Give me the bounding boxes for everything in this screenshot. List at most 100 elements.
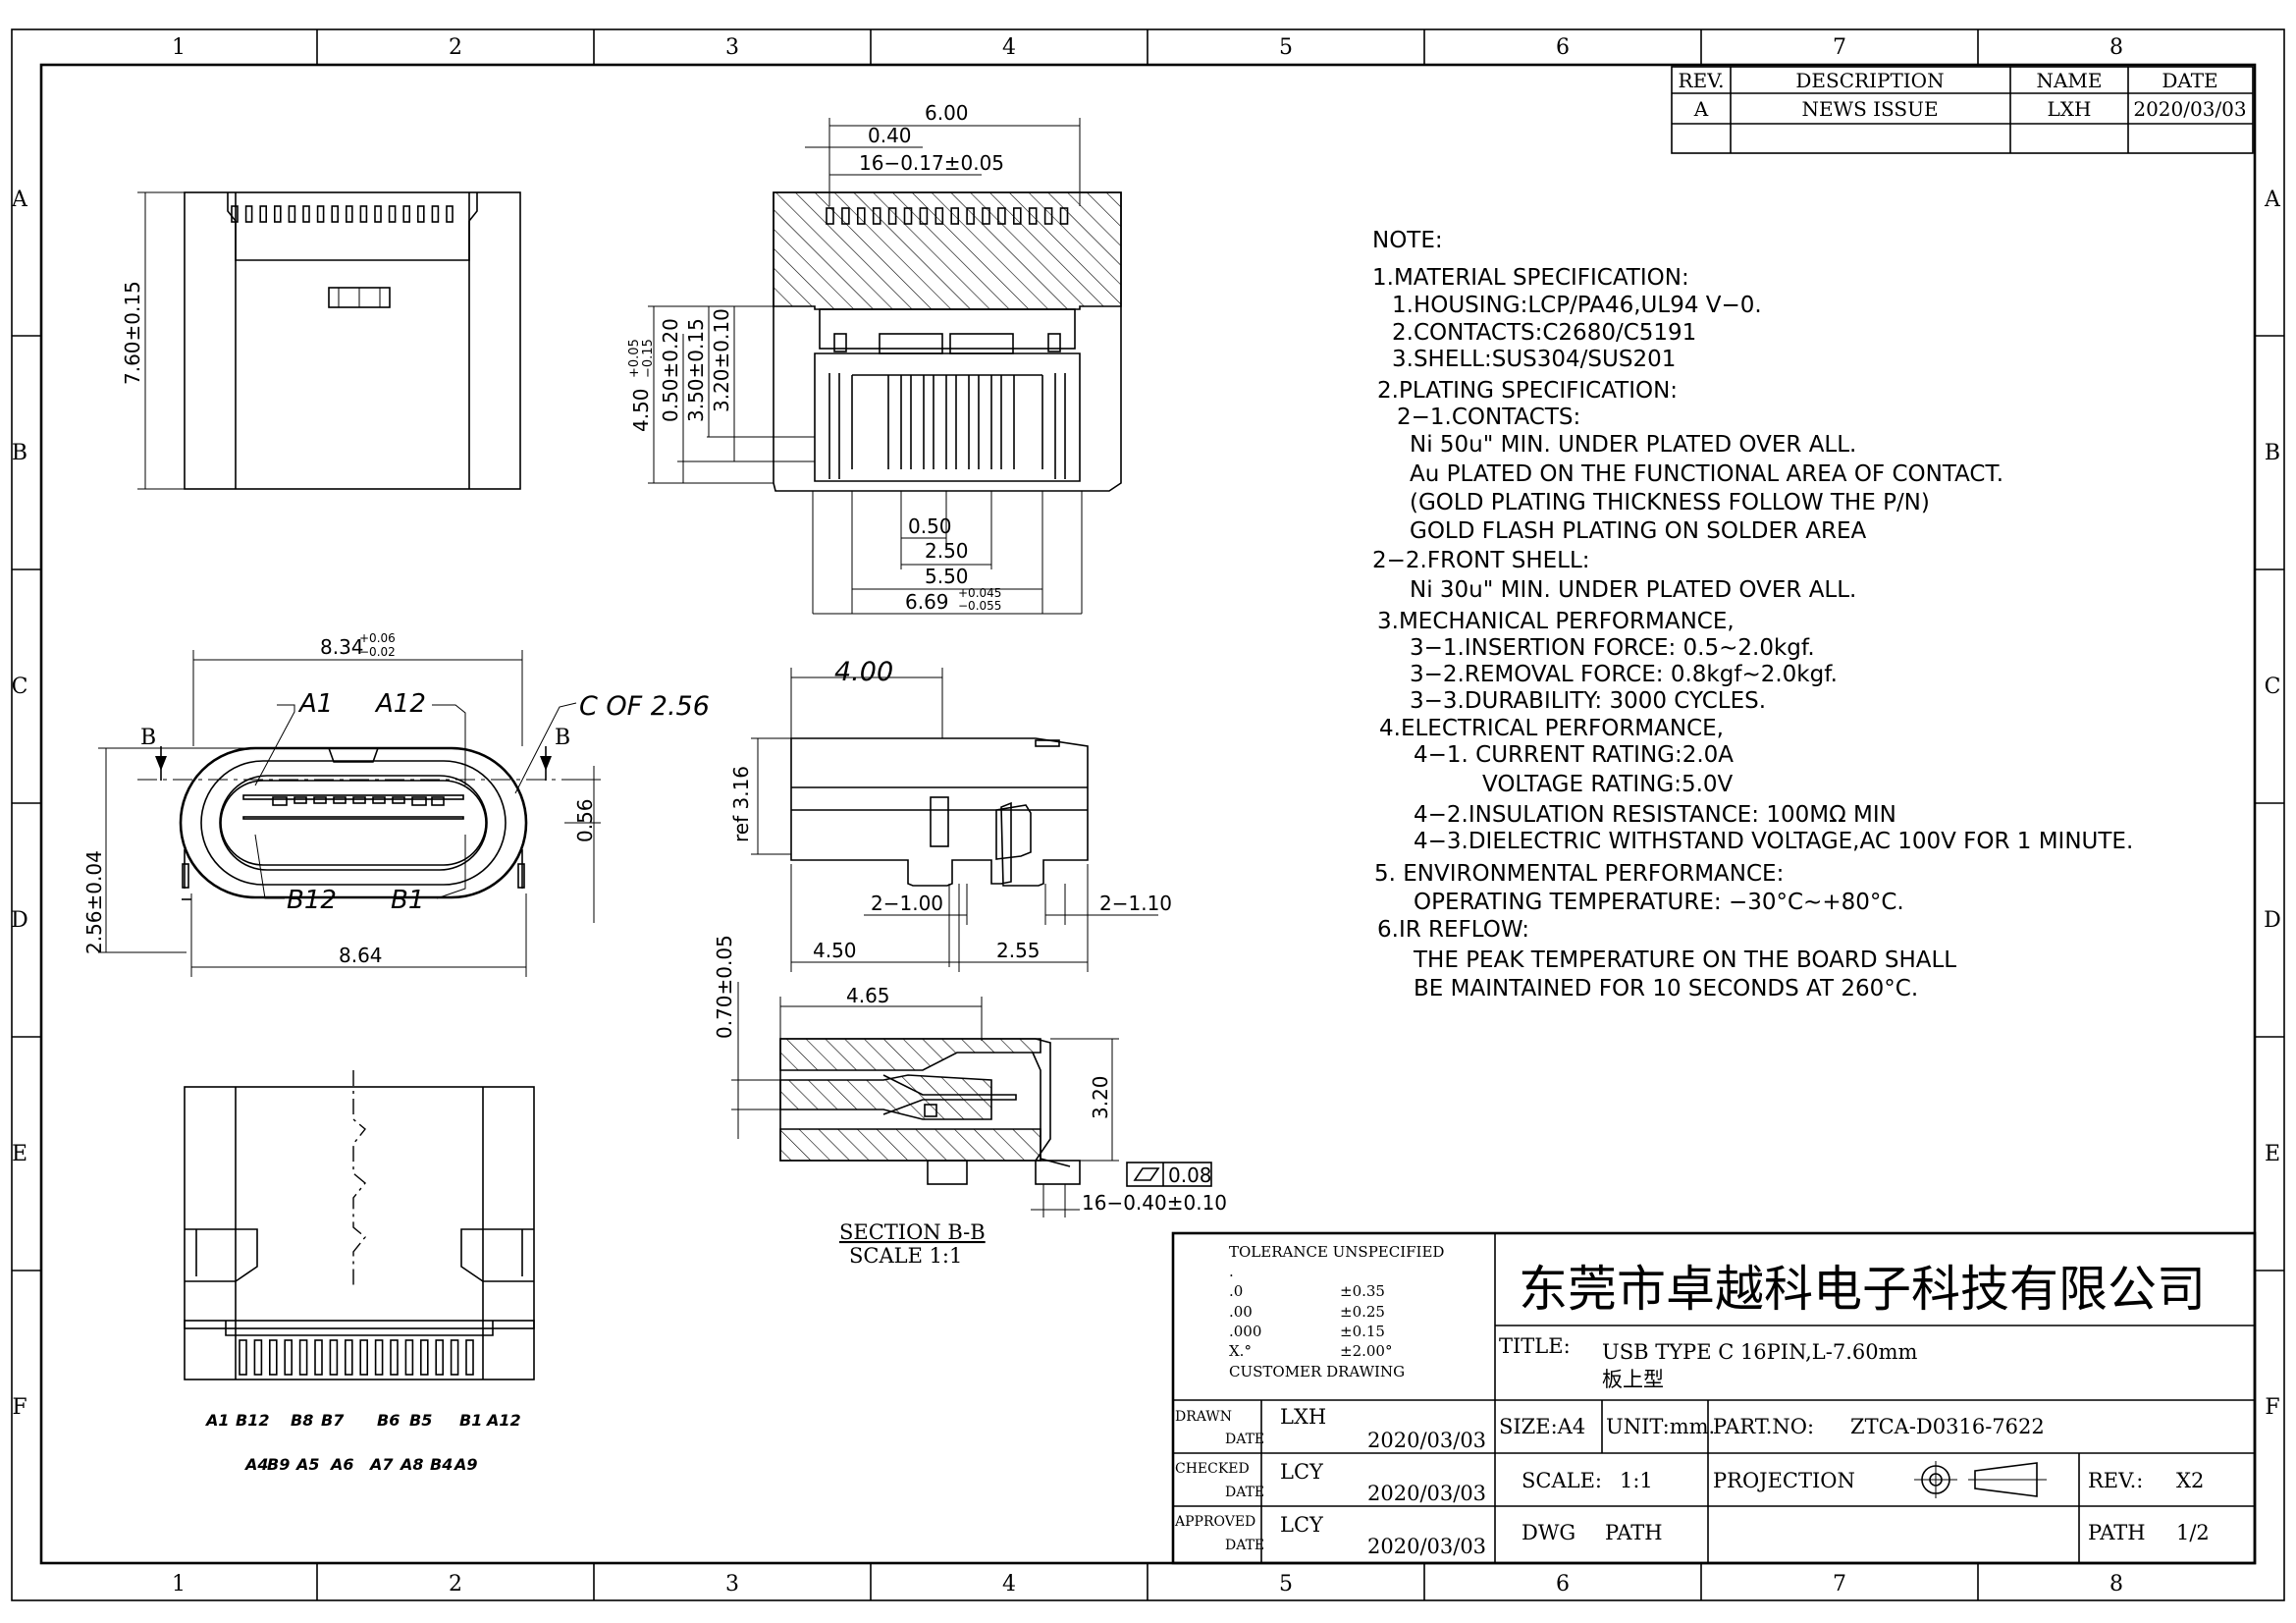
pin-label-row-top: A12 [485, 1411, 521, 1430]
part-no-label: PART.NO: [1713, 1415, 1814, 1438]
tolerance-key: .000 [1229, 1323, 1261, 1340]
dim-pitch: 0.40 [868, 124, 912, 147]
dim-height-1: 4.50 [629, 388, 653, 432]
bottom-view: A1 B12 B8 B7 B6 B5 B1 A12 A4 B9 A5 A6 A7… [184, 1070, 535, 1474]
projection-label: PROJECTION [1713, 1469, 1855, 1492]
solder-tail [314, 1339, 323, 1376]
dim-total-height: 7.60±0.15 [121, 281, 144, 385]
side-view: 4.00 ref 3.16 2−1.00 2−1.10 4.50 2.55 [729, 657, 1172, 972]
contact-pin [316, 205, 325, 223]
solder-tail [374, 1339, 384, 1376]
contact-pin [887, 207, 897, 225]
col-label-top: 7 [1833, 35, 1846, 60]
pin-label-row-bottom: B4 [430, 1455, 453, 1474]
contact-pin [950, 207, 960, 225]
row-label-left: F [12, 1395, 27, 1420]
path-value: 1/2 [2176, 1521, 2210, 1544]
flatness-value: 0.08 [1168, 1163, 1212, 1187]
dim-bottom-4-tol-up: +0.045 [958, 586, 1001, 600]
contact-pin [359, 205, 368, 223]
solder-tail [253, 1339, 263, 1376]
contact-pin [331, 205, 340, 223]
solder-tail [450, 1339, 459, 1376]
dim-front-bottom: 8.64 [339, 944, 383, 967]
date-label: DATE [1225, 1538, 1264, 1553]
section-bb-view: 0.08 4.65 0.70±0.05 3.20 16−0.40±0.10 SE… [713, 935, 1227, 1268]
note-line: GOLD FLASH PLATING ON SOLDER AREA [1410, 518, 1867, 544]
tolerance-key: X.° [1229, 1342, 1252, 1360]
solder-tail [390, 1339, 399, 1376]
contact-pin [919, 207, 929, 225]
title-line-2: 板上型 [1602, 1368, 1664, 1391]
drawn-name: LXH [1280, 1405, 1326, 1429]
title-block: TOLERANCE UNSPECIFIED . .0 ±0.35 .00 ±0.… [1171, 1231, 2257, 1565]
note-line: 6.IR REFLOW: [1377, 917, 1529, 943]
col-label-top: 3 [725, 35, 739, 60]
dim-pin-width: 16−0.17±0.05 [859, 151, 1004, 175]
pin-label-row-bottom: A5 [294, 1455, 320, 1474]
pin-label-row-top: B5 [409, 1411, 432, 1430]
revision-table: REV. DESCRIPTION NAME DATE A NEWS ISSUE … [1671, 66, 2254, 154]
pin-label-row-bottom: A8 [399, 1455, 424, 1474]
contact-pin [259, 205, 268, 223]
tolerance-key: .0 [1229, 1282, 1243, 1300]
dim-bottom-4-tol-down: −0.055 [958, 599, 1001, 613]
dim-section-h1: 0.70±0.05 [713, 935, 736, 1039]
section-marker-left: B [140, 726, 156, 750]
dim-front-gap: 0.56 [573, 798, 597, 842]
contact-pin [966, 207, 975, 225]
row-label-right: E [2265, 1142, 2280, 1166]
dim-height-2: 0.50±0.20 [659, 318, 682, 422]
pin-label-b1: B1 [391, 886, 424, 915]
rev-label: REV.: [2088, 1469, 2143, 1492]
note-line: VOLTAGE RATING:5.0V [1482, 772, 1734, 797]
row-label-left: D [11, 908, 28, 933]
contact-pin [1028, 207, 1038, 225]
approved-date: 2020/03/03 [1367, 1535, 1486, 1558]
customer-drawing: CUSTOMER DRAWING [1229, 1363, 1405, 1380]
tolerance-value: ±2.00° [1340, 1342, 1392, 1360]
chamfer-note: C OF 2.56 [579, 691, 710, 722]
tolerance-dot: . [1229, 1263, 1234, 1280]
note-line: Ni 30u" MIN. UNDER PLATED OVER ALL. [1410, 577, 1856, 603]
rev-header: REV. [1679, 69, 1725, 92]
specification-notes: NOTE: 1.MATERIAL SPECIFICATION: 1.HOUSIN… [1372, 228, 2133, 1001]
solder-tail [404, 1339, 414, 1376]
dim-side-4: 2.55 [996, 939, 1041, 962]
date-header: DATE [2162, 69, 2217, 92]
row-label-right: C [2265, 675, 2281, 699]
title-label: TITLE: [1499, 1334, 1571, 1358]
rev-cell: A [1693, 97, 1709, 121]
contact-pin [416, 205, 425, 223]
solder-tail [298, 1339, 308, 1376]
contact-pin [402, 205, 411, 223]
note-line: Au PLATED ON THE FUNCTIONAL AREA OF CONT… [1410, 461, 2003, 487]
contact-pin [288, 205, 296, 223]
size-label: SIZE:A4 [1499, 1415, 1585, 1438]
note-line: 1.HOUSING:LCP/PA46,UL94 V−0. [1392, 293, 1762, 318]
unit-label: UNIT:mm. [1606, 1415, 1715, 1438]
pin-label-row-bottom: B9 [267, 1455, 290, 1474]
note-line: NOTE: [1372, 228, 1443, 253]
pin-label-a12: A12 [374, 689, 426, 719]
note-line: 4.ELECTRICAL PERFORMANCE, [1379, 716, 1724, 741]
dim-height-1-tol-down: −0.15 [641, 339, 656, 378]
dim-side-1: 2−1.00 [871, 892, 943, 915]
dim-section-h2: 3.20 [1089, 1075, 1112, 1119]
note-line: (GOLD PLATING THICKNESS FOLLOW THE P/N) [1410, 490, 1930, 515]
col-label-top: 1 [172, 35, 186, 60]
contact-pin [1059, 207, 1069, 225]
dim-side-3: 4.50 [813, 939, 857, 962]
name-cell: LXH [2048, 97, 2092, 121]
approved-label: APPROVED [1174, 1514, 1255, 1530]
col-label-bottom: 5 [1279, 1572, 1293, 1596]
tolerance-title: TOLERANCE UNSPECIFIED [1229, 1243, 1444, 1261]
note-line: THE PEAK TEMPERATURE ON THE BOARD SHALL [1413, 947, 1956, 973]
dim-front-height: 2.56±0.04 [82, 850, 106, 954]
company-name: 东莞市卓越科电子科技有限公司 [1519, 1261, 2206, 1318]
rev-value: X2 [2176, 1469, 2204, 1492]
approved-name: LCY [1280, 1513, 1324, 1537]
pin-label-row-bottom: A9 [453, 1455, 478, 1474]
solder-tail [239, 1339, 247, 1376]
